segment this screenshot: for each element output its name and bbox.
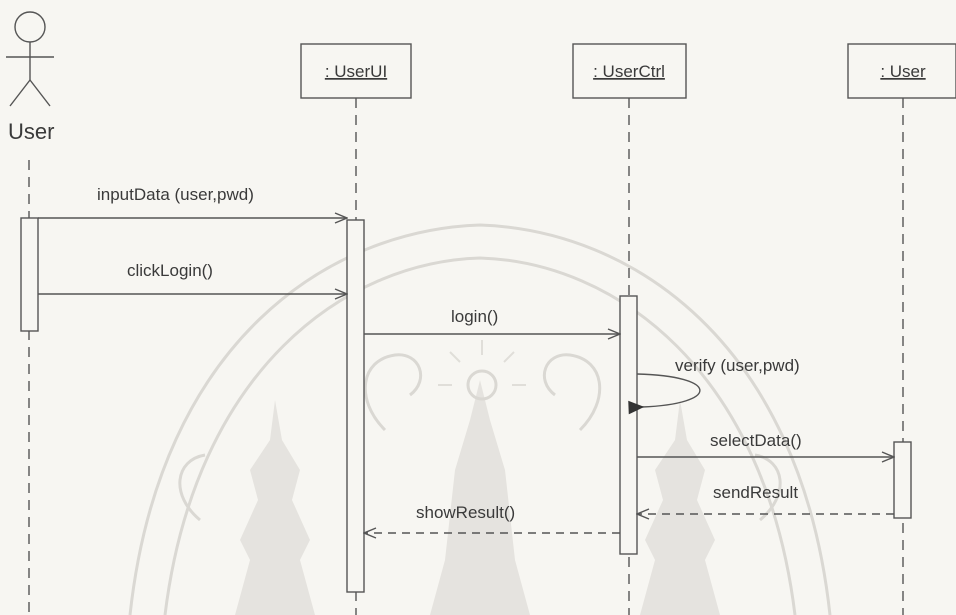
activation-userctrl [619,295,638,555]
message-label-verify: verify (user,pwd) [675,356,800,375]
actor-user [6,11,54,107]
message-label-clicklogin: clickLogin() [127,261,213,280]
lifeline-box-userui: : UserUI [300,43,412,99]
activation-user [893,441,912,519]
watermark-seal [128,223,832,615]
message-label-login: login() [451,307,498,326]
message-label-showresult: showResult() [416,503,515,522]
lifeline-label-userui: : UserUI [325,62,387,81]
lifeline-label-userctrl: : UserCtrl [593,62,665,81]
message-verify-self [637,373,701,407]
lifeline-box-user: : User [847,43,956,99]
actor-label: User [8,119,54,144]
message-label-sendresult: sendResult [713,483,798,502]
activation-actor [20,217,39,332]
activation-userui [346,219,365,593]
lifeline-label-user: : User [880,62,926,81]
message-label-selectdata: selectData() [710,431,802,450]
lifeline-box-userctrl: : UserCtrl [572,43,687,99]
message-label-inputdata: inputData (user,pwd) [97,185,254,204]
